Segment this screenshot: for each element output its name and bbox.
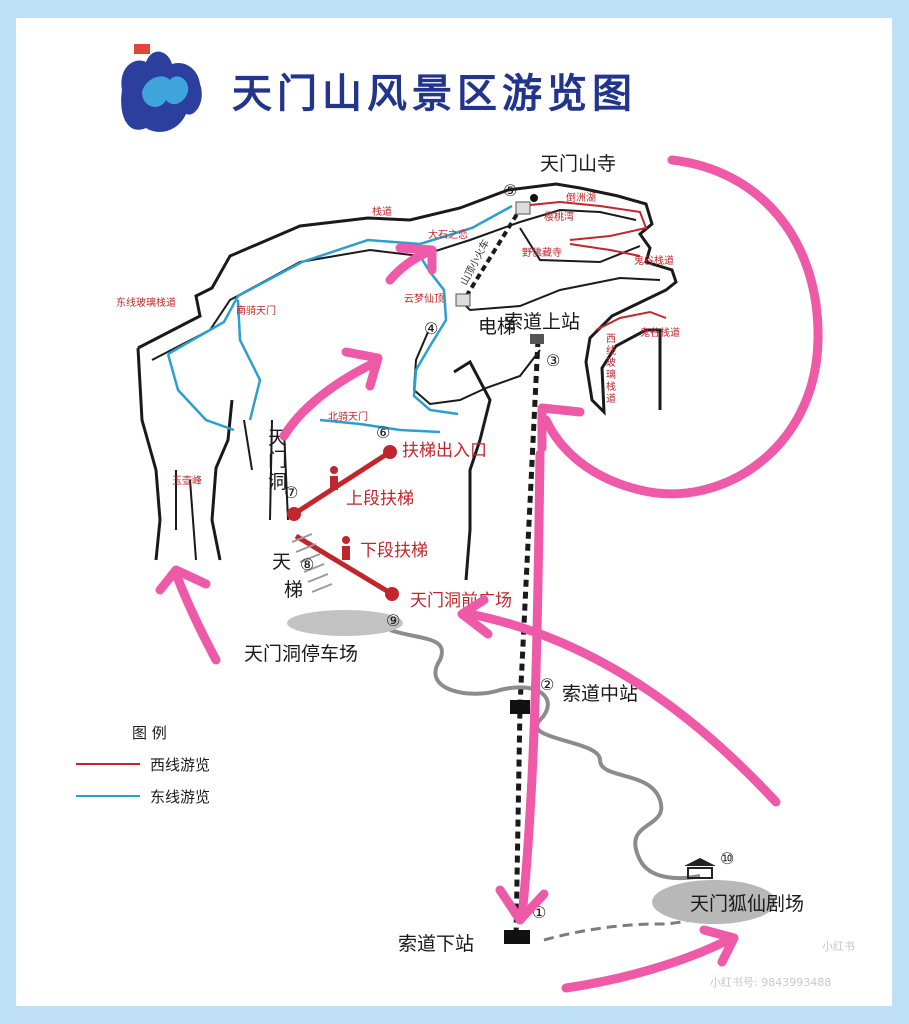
marker-6: ⑥ — [376, 423, 390, 442]
map-title: 天门山风景区游览图 — [232, 71, 637, 117]
arrow-left-up — [155, 565, 221, 665]
label-west-glass-4: 璃 — [606, 368, 616, 381]
label-yunmeng: 云梦仙顶 — [404, 292, 444, 305]
marker-8: ⑧ — [300, 555, 314, 574]
marker-3: ③ — [546, 351, 560, 370]
label-cable-bottom: 索道下站 — [398, 933, 474, 955]
label-cable-mid: 索道中站 — [562, 683, 638, 705]
arrow-big-loop — [537, 155, 823, 499]
label-plank-road: 栈道 — [372, 205, 392, 218]
marker-7: ⑦ — [284, 483, 298, 502]
label-escalator-exit: 扶梯出入口 — [402, 441, 487, 461]
west-route-line — [519, 200, 667, 331]
legend-east-label: 东线游览 — [150, 788, 210, 806]
label-mountain-train: 山顶小火车 — [457, 237, 492, 287]
label-cave-2: 门 — [268, 449, 287, 471]
escalator-person-icon — [330, 466, 350, 560]
label-south-gate: 南骑天门 — [236, 304, 276, 317]
marker-10: ⑩ — [720, 849, 734, 868]
label-small-lake: 倒洲湖 — [566, 192, 596, 204]
watermark-text: 小红书号: 9843993488 — [710, 976, 831, 989]
label-cherry-bay: 樱桃湾 — [544, 210, 574, 223]
arrow-to-big-stone — [385, 243, 437, 285]
east-route-line — [166, 204, 513, 434]
arrow-cable-down — [495, 449, 549, 925]
label-east-glass: 东线玻璃栈道 — [116, 296, 176, 309]
cable-top-station-block — [530, 334, 544, 344]
label-yuhu: 玉壶峰 — [172, 474, 202, 487]
mountain-outline — [136, 182, 678, 581]
label-big-stone: 大石之恋 — [428, 228, 468, 241]
label-ghost-valley-1: 鬼谷栈道 — [634, 254, 674, 267]
theatre-building-icon — [684, 858, 716, 879]
arrow-to-square — [457, 595, 781, 807]
upper-escalator-line — [292, 449, 392, 517]
label-cable-top: 索道上站 — [504, 311, 580, 333]
arrow-to-theatre — [561, 925, 739, 993]
label-temple: 天门山寺 — [540, 153, 616, 175]
winding-road — [389, 628, 701, 881]
label-parking: 天门洞停车场 — [244, 643, 358, 665]
label-stairs-2: 梯 — [284, 579, 303, 601]
square-dot — [385, 587, 399, 601]
label-cave-square: 天门洞前广场 — [410, 591, 512, 611]
label-stairs-1: 天 — [272, 551, 291, 573]
west-glass-vertical: 西 线 玻 璃 栈 道 — [606, 334, 616, 405]
legend-title: 图 例 — [132, 724, 167, 742]
label-ghost-valley-2: 鬼谷栈道 — [640, 326, 680, 339]
label-west-glass-1: 西 — [606, 334, 616, 345]
theatre-area — [652, 880, 776, 924]
stairs-hatch — [291, 533, 333, 593]
label-north-gate: 北骑天门 — [328, 410, 368, 423]
watermark-brand: 小红书 — [822, 940, 855, 953]
label-small-temple: 野佛藏寺 — [522, 246, 562, 259]
label-west-glass-2: 线 — [606, 344, 616, 357]
marker-4: ④ — [424, 319, 438, 338]
label-west-glass-6: 道 — [606, 392, 616, 405]
label-west-glass-5: 栈 — [606, 380, 616, 393]
label-west-glass-3: 玻 — [606, 356, 616, 369]
yunmeng-station — [455, 293, 471, 307]
label-elevator: 电梯 — [478, 316, 516, 338]
arrow-to-north-gate — [279, 347, 383, 441]
temple-dot — [530, 194, 538, 202]
marker-9: ⑨ — [386, 611, 400, 630]
label-cave-3: 洞 — [268, 471, 287, 493]
label-lower-escalator: 下段扶梯 — [360, 541, 428, 561]
label-upper-escalator: 上段扶梯 — [346, 489, 414, 509]
parking-area — [287, 610, 403, 636]
cable-bottom-station-block — [504, 930, 530, 944]
marker-5: ⑤ — [503, 181, 517, 200]
legend-west-label: 西线游览 — [150, 756, 210, 774]
escalator-mid-dot — [287, 507, 301, 521]
escalator-exit-dot — [383, 445, 397, 459]
mountain-train-line — [462, 204, 524, 302]
label-theatre: 天门狐仙剧场 — [690, 893, 804, 915]
scenic-logo — [121, 44, 202, 132]
temple-station — [515, 201, 531, 215]
marker-2: ② — [540, 675, 554, 694]
cliff-left-lines — [175, 419, 289, 561]
cable-mid-station-block — [510, 700, 530, 714]
